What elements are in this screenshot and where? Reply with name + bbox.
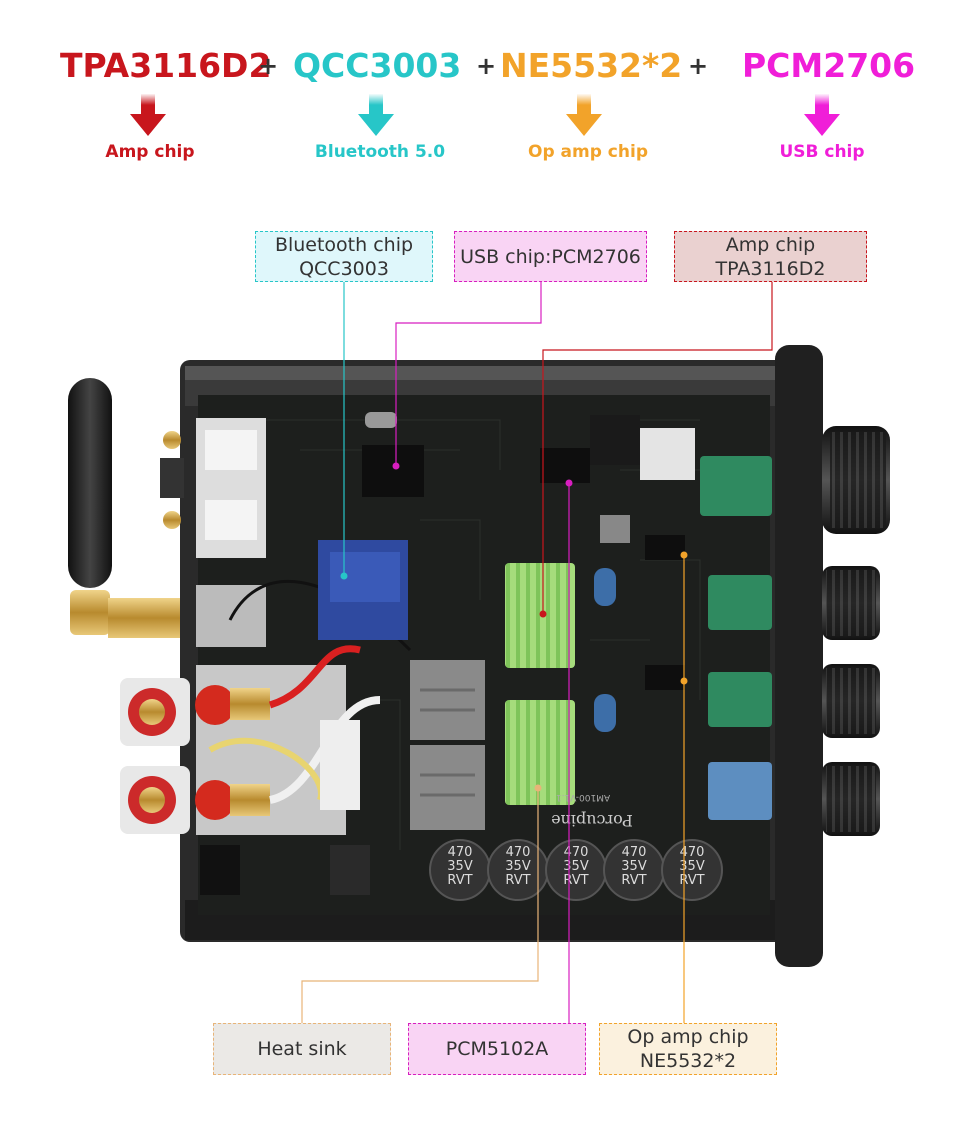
callout-pcm5102a: PCM5102A — [408, 1023, 586, 1075]
amp-chip-label: Amp chip — [105, 142, 195, 162]
capacitor-label: 470 — [564, 845, 589, 860]
header-chip-pcm2706: PCM2706 — [742, 46, 916, 85]
inductor — [410, 745, 485, 830]
capacitor-label: 470 — [448, 845, 473, 860]
capacitor-label: 35V — [505, 859, 531, 874]
down-arrow-icon — [804, 94, 840, 136]
plus-sign: + — [476, 52, 497, 80]
capacitor-label: 35V — [563, 859, 589, 874]
capacitor-label: 35V — [679, 859, 705, 874]
callout-line: Bluetooth chip — [274, 233, 414, 256]
callout-op-amp-chip: Op amp chip NE5532*2 — [599, 1023, 777, 1075]
inductor — [410, 660, 485, 740]
capacitor-label: RVT — [505, 873, 530, 888]
capacitor-label: 470 — [506, 845, 531, 860]
callout-line: QCC3003 — [299, 257, 389, 280]
capacitor-label: 470 — [680, 845, 705, 860]
callout-line: TPA3116D2 — [715, 257, 826, 280]
antenna-connector — [70, 590, 110, 635]
antenna-connector — [108, 598, 188, 638]
capacitor-label: 470 — [622, 845, 647, 860]
capacitor-label: RVT — [447, 873, 472, 888]
capacitor-label: 35V — [621, 859, 647, 874]
dac-chip — [540, 448, 590, 483]
op-amp-chip — [645, 535, 685, 560]
down-arrow-icon — [566, 94, 602, 136]
callout-usb-chip: USB chip:PCM2706 — [454, 231, 647, 282]
capacitor-label: 35V — [447, 859, 473, 874]
op-amp-chip — [645, 665, 685, 690]
down-arrow-icon — [130, 94, 166, 136]
plus-sign: + — [688, 52, 709, 80]
header-chip-tpa3116d2: TPA3116D2 — [60, 46, 272, 85]
callout-bluetooth-chip: Bluetooth chip QCC3003 — [255, 231, 433, 282]
capacitor-label: RVT — [621, 873, 646, 888]
usb-chip-pcm2706 — [362, 445, 424, 497]
callout-heat-sink: Heat sink — [213, 1023, 391, 1075]
selector-switch — [708, 762, 772, 820]
potentiometer — [708, 575, 772, 630]
callout-line: Amp chip — [725, 233, 816, 256]
callout-line: USB chip:PCM2706 — [460, 245, 641, 268]
callout-line: NE5532*2 — [639, 1050, 737, 1072]
down-arrow-icon — [358, 94, 394, 136]
power-jack — [200, 845, 240, 895]
plus-sign: + — [258, 52, 279, 80]
antenna — [68, 378, 112, 588]
op-amp-chip-label: Op amp chip — [528, 142, 648, 162]
bluetooth-label: Bluetooth 5.0 — [314, 142, 446, 162]
potentiometer — [708, 672, 772, 727]
callout-line: Heat sink — [257, 1038, 347, 1060]
header-chip-qcc3003: QCC3003 — [293, 46, 462, 85]
heat-sink — [505, 700, 575, 805]
callout-line: Op amp chip — [627, 1026, 749, 1048]
model-text: AM100-V1.1 — [556, 792, 610, 802]
usb-chip-label: USB chip — [779, 142, 865, 162]
callout-amp-chip: Amp chip TPA3116D2 — [674, 231, 867, 282]
front-panel — [775, 345, 823, 967]
brand-text: Porcupine — [551, 811, 633, 830]
potentiometer — [700, 456, 772, 516]
capacitor-label: RVT — [563, 873, 588, 888]
header-chip-ne5532: NE5532*2 — [500, 46, 683, 85]
callout-line: PCM5102A — [445, 1038, 549, 1060]
capacitor-label: RVT — [679, 873, 704, 888]
